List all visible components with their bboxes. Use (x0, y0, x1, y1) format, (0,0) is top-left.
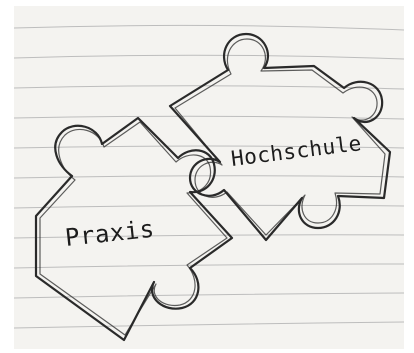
lined-paper: Praxis Hochschule (14, 6, 404, 349)
ruled-line (14, 116, 404, 119)
ruled-line (14, 322, 404, 328)
word-praxis: Praxis (64, 215, 156, 252)
ruled-line (14, 264, 404, 268)
ruled-line (14, 205, 404, 208)
puzzle-illustration: Praxis Hochschule (14, 6, 404, 349)
word-hochschule: Hochschule (230, 131, 363, 171)
ruled-line (14, 25, 404, 30)
ruled-line (14, 55, 404, 59)
